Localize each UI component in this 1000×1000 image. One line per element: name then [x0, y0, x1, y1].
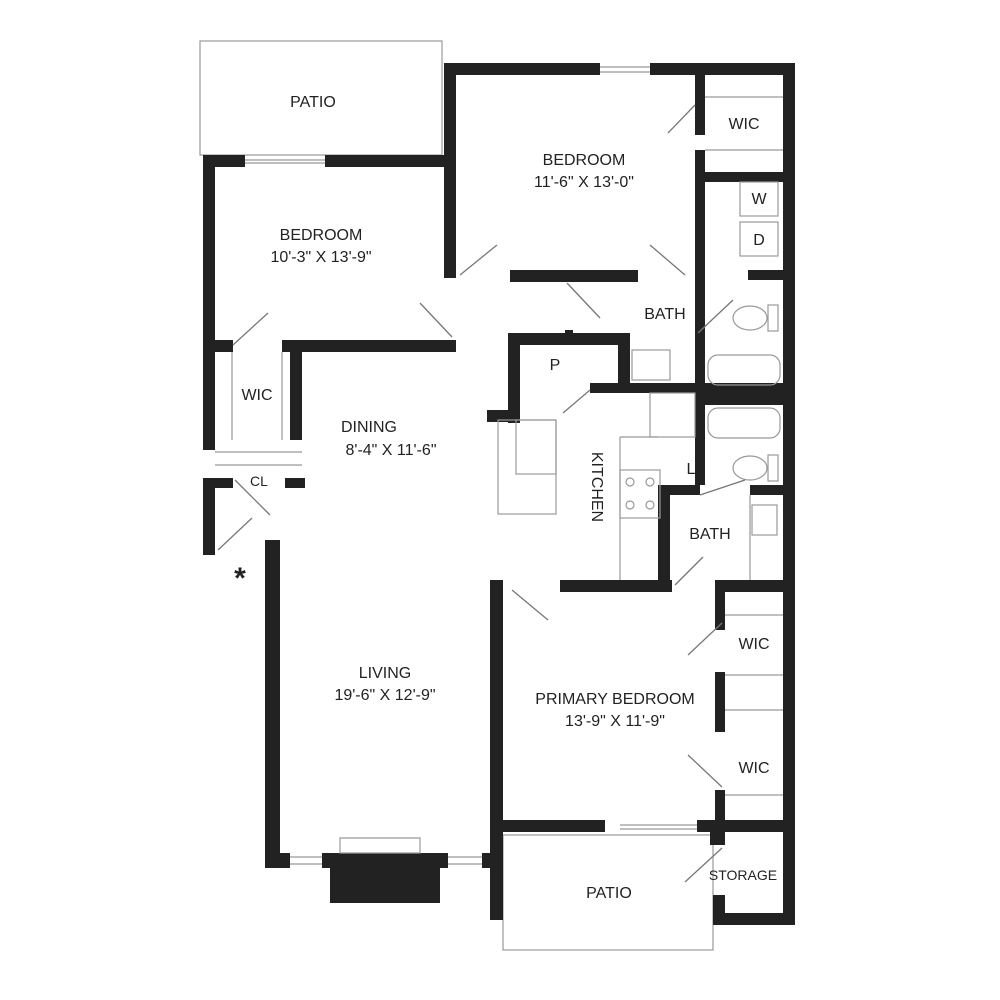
linen-label: L — [687, 461, 696, 478]
patio-top-outline — [199, 40, 443, 156]
thin-lines — [215, 66, 783, 865]
bath-bottom-label: BATH — [689, 526, 730, 543]
living-size: 19'-6" X 12'-9" — [334, 687, 435, 704]
bedroom2-name: BEDROOM — [543, 152, 626, 169]
kitchen-label: KITCHEN — [588, 452, 605, 522]
dryer-label: D — [753, 232, 765, 249]
living-name: LIVING — [359, 665, 411, 682]
dining-name: DINING — [341, 419, 397, 436]
washer-label: W — [751, 191, 767, 208]
wic-top-label: WIC — [728, 116, 759, 133]
walls — [203, 63, 795, 925]
wic-primary1-label: WIC — [738, 636, 769, 653]
bath-top-label: BATH — [644, 306, 685, 323]
storage-label: STORAGE — [709, 867, 777, 883]
closet-label: CL — [250, 473, 268, 489]
bedroom1-size: 10'-3" X 13'-9" — [270, 249, 371, 266]
door-swings — [217, 104, 746, 883]
primary-bedroom-name: PRIMARY BEDROOM — [535, 691, 694, 708]
patio-top-label: PATIO — [290, 94, 336, 111]
dining-size: 8'-4" X 11'-6" — [346, 442, 437, 459]
pantry-label: P — [550, 357, 561, 374]
bedroom1-name: BEDROOM — [280, 227, 363, 244]
entry-marker: * — [234, 562, 246, 595]
primary-bedroom-size: 13'-9" X 11'-9" — [565, 713, 665, 730]
room-labels: PATIO BEDROOM 11'-6" X 13'-0" WIC W D BE… — [234, 94, 777, 902]
wic-primary2-label: WIC — [738, 760, 769, 777]
patio-bottom-label: PATIO — [586, 885, 632, 902]
bedroom2-size: 11'-6" X 13'-0" — [534, 174, 634, 191]
wic-left-label: WIC — [241, 387, 272, 404]
